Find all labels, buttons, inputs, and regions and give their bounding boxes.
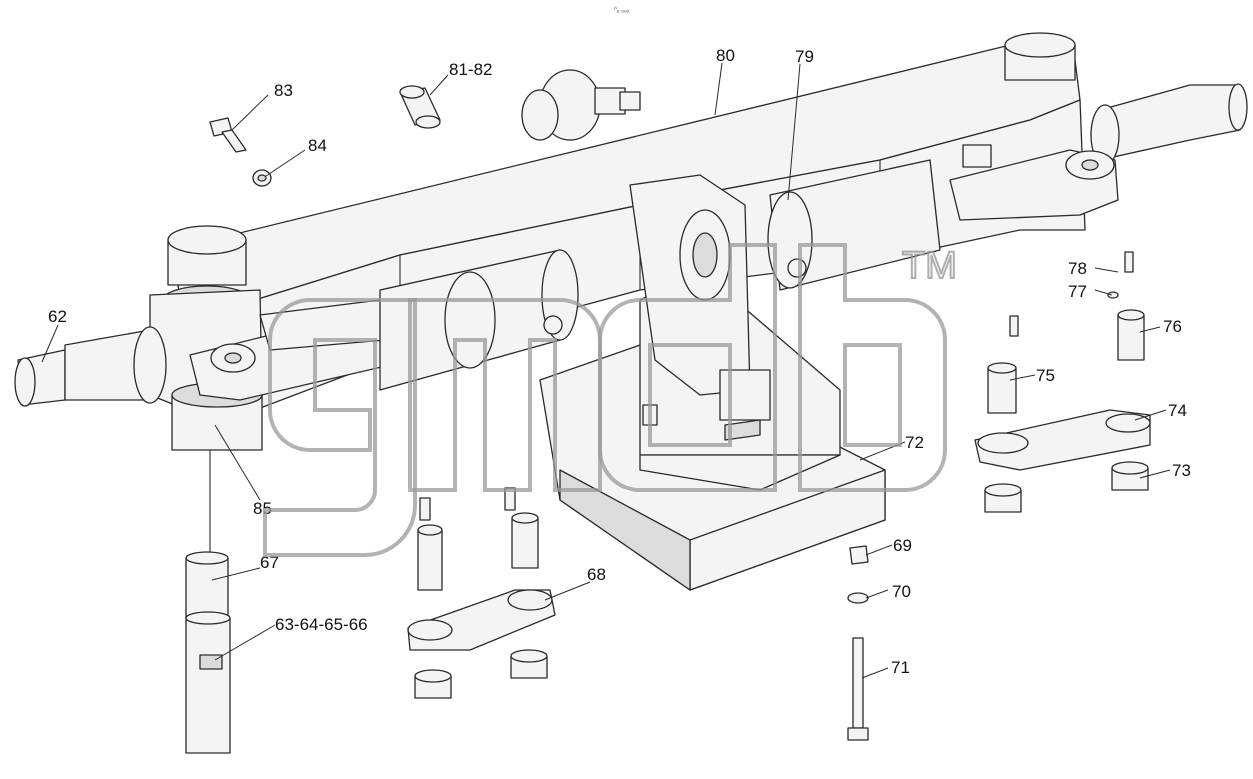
- central-tube: [379, 159, 941, 391]
- callout-80: 80: [716, 46, 735, 65]
- callout-77: 77: [1068, 282, 1087, 301]
- callout-71: 71: [891, 658, 910, 677]
- part-83-bolt: [209, 117, 247, 153]
- callout-74: 74: [1168, 401, 1187, 420]
- callout-70: 70: [892, 582, 911, 601]
- watermark-tm: TM: [902, 245, 957, 287]
- callout-79: 79: [795, 47, 814, 66]
- left-axle-shaft: [14, 326, 167, 407]
- part-73-78-group: [974, 251, 1151, 513]
- right-cap: [1004, 32, 1076, 81]
- part-84-washer: [252, 169, 272, 187]
- callout-76: 76: [1163, 317, 1182, 336]
- part-81-82-pin: [399, 85, 441, 129]
- right-steering-arm: [949, 149, 1119, 221]
- center-bracket: [629, 174, 771, 441]
- right-axle-shaft: [1090, 83, 1248, 166]
- callout-67: 67: [260, 553, 279, 572]
- callout-63-64-65-66: 63-64-65-66: [275, 615, 368, 634]
- callout-labels: 62 63-64-65-66 67 68 69 70 71 72 73 74 7…: [48, 46, 1191, 677]
- header-mark: ⁰ₒ ₒₒₒ: [614, 6, 630, 14]
- callout-72: 72: [905, 433, 924, 452]
- top-roller: [521, 69, 641, 141]
- leader-lines: [41, 62, 1171, 679]
- callout-84: 84: [308, 136, 327, 155]
- watermark-logo: TM: [263, 243, 958, 557]
- callout-69: 69: [893, 536, 912, 555]
- callout-85: 85: [253, 499, 272, 518]
- callout-68: 68: [587, 565, 606, 584]
- part-71-long-bolt: [847, 637, 869, 741]
- callout-78: 78: [1068, 259, 1087, 278]
- callout-81-82: 81-82: [449, 60, 492, 79]
- part-69-nut: [849, 545, 869, 565]
- part-67-kingpin: [185, 450, 231, 754]
- callout-73: 73: [1172, 461, 1191, 480]
- part-70-washer: [847, 592, 869, 604]
- part-68-lever-group: [407, 487, 556, 699]
- callout-83: 83: [274, 81, 293, 100]
- callout-75: 75: [1036, 366, 1055, 385]
- callout-62: 62: [48, 307, 67, 326]
